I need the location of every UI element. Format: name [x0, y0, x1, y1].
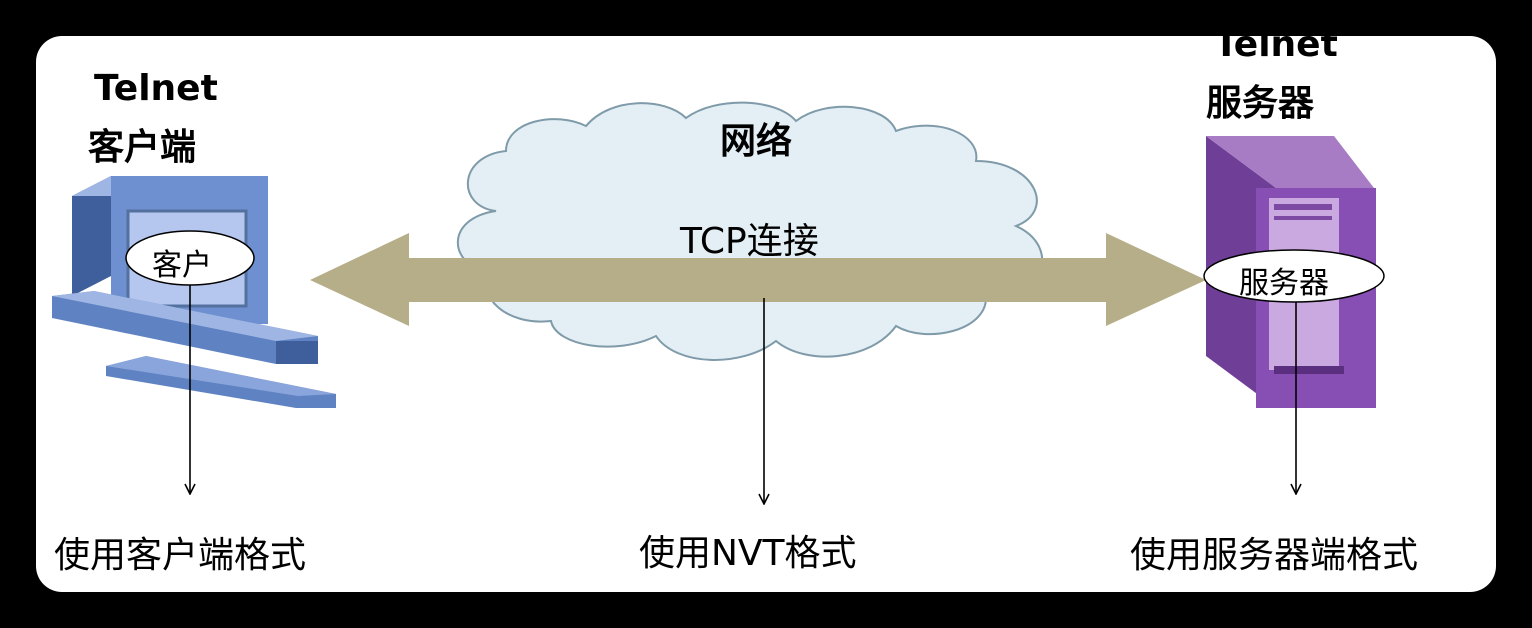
server-format-label: 使用服务器端格式: [1130, 535, 1419, 576]
server-bubble: [1203, 249, 1385, 303]
server-title-line1: Telnet: [1214, 36, 1338, 65]
diagram-canvas: [52, 101, 1385, 592]
client-title-line2: 客户端: [88, 127, 197, 168]
client-title-line1: Telnet: [94, 68, 218, 109]
client-bubble-label: 客户: [152, 248, 212, 283]
diagram-panel: Telnet 客户端 客户 使用客户端格式 网络 TCP连接 使用NVT格式 T…: [36, 36, 1496, 592]
network-title: 网络: [720, 121, 793, 162]
tcp-connection-arrow: [310, 233, 1206, 326]
client-format-label: 使用客户端格式: [54, 535, 307, 576]
network-format-label: 使用NVT格式: [639, 533, 857, 574]
tcp-connection-label: TCP连接: [680, 221, 819, 262]
server-title-line2: 服务器: [1206, 83, 1315, 124]
server-bubble-label: 服务器: [1239, 266, 1329, 301]
desktop-computer-icon: [52, 176, 336, 408]
